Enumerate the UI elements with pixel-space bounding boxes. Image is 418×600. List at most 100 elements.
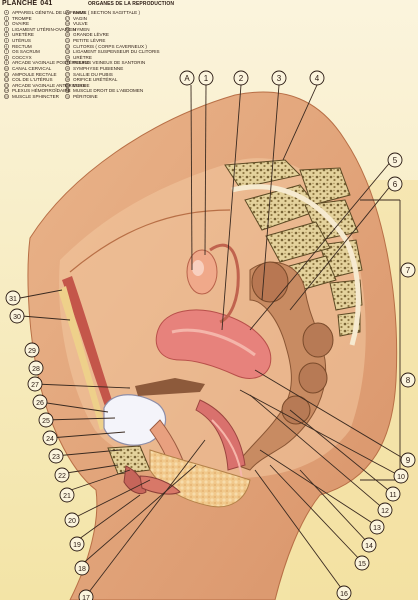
- legend-key-badge: 25: [64, 60, 71, 66]
- legend-label: ARCADE VAGINALE POSTÉRIEURE: [12, 60, 90, 66]
- callout-circle: [59, 487, 75, 503]
- legend-key-badge: 20: [64, 32, 71, 38]
- legend-key-badge: 16: [64, 10, 71, 15]
- callout-17: 17: [78, 589, 94, 600]
- callout-26: 26: [32, 394, 48, 410]
- plate-subtitle: ORGANES DE LA REPRODUCTION: [88, 1, 175, 7]
- legend-key-badge: 9: [3, 60, 10, 66]
- callout-14: 14: [361, 537, 377, 553]
- callout-circle: [369, 519, 385, 535]
- callout-label: 12: [381, 508, 389, 515]
- legend-key: 29: [66, 83, 70, 87]
- callout-label: 6: [393, 180, 398, 189]
- legend-key-badge: 24: [64, 54, 71, 60]
- legend-label: PETITE LÈVRE: [73, 37, 106, 43]
- legend-key: 1: [6, 16, 8, 20]
- legend-key: 8: [6, 55, 8, 59]
- legend-key: 16: [66, 11, 70, 15]
- legend-label: AMPOULE RECTALE: [12, 71, 57, 77]
- legend-key-badge: 10: [3, 65, 10, 71]
- callout-15: 15: [354, 555, 370, 571]
- legend-label: APPAREIL GÉNITAL DE LA FEMME ( SECTION S…: [12, 10, 141, 15]
- callout-circle: [69, 536, 85, 552]
- legend-key-badge: 22: [64, 43, 71, 49]
- callout-circle: [54, 467, 70, 483]
- legend-key-badge: 7: [3, 49, 10, 55]
- legend-key: 23: [66, 50, 70, 54]
- legend-key: 26: [66, 67, 70, 71]
- legend-key: 27: [66, 72, 70, 76]
- legend-label: RECTUM: [12, 43, 32, 49]
- legend-key-badge: 31: [64, 93, 71, 99]
- callout-label: 19: [73, 542, 81, 549]
- legend-key-badge: 2: [3, 21, 10, 27]
- callout-label: 25: [42, 418, 50, 425]
- callout-label: 7: [406, 266, 411, 275]
- legend-key: 4: [6, 33, 8, 37]
- legend-key-badge: 6: [3, 43, 10, 49]
- callout-circle: [387, 152, 403, 168]
- callout-19: 19: [69, 536, 85, 552]
- callout-circle: [400, 372, 416, 388]
- callout-circle: [233, 70, 249, 86]
- legend-key: 25: [66, 61, 70, 65]
- callout-6: 6: [387, 176, 403, 192]
- legend-key-badge: 27: [64, 71, 71, 77]
- callout-label: 27: [31, 382, 39, 389]
- legend-key: 28: [66, 78, 70, 82]
- legend-label: PLEXUS VEINEUX DE SANTORIN: [73, 60, 146, 66]
- callout-circle: [24, 342, 40, 358]
- callout-label: 13: [373, 525, 381, 532]
- callout-30: 30: [9, 308, 25, 324]
- legend-key-badge: 30: [64, 88, 71, 94]
- callout-31: 31: [5, 290, 21, 306]
- legend-label: PÉRITOINE: [73, 93, 98, 99]
- legend-label: OVAIRE: [12, 21, 30, 27]
- legend-key: 15: [5, 95, 9, 99]
- callout-label: 16: [340, 591, 348, 598]
- legend-label: URETÈRE: [12, 32, 34, 38]
- legend-label: MUSCLE SPHINCTER: [12, 93, 59, 99]
- callout-circle: [5, 290, 21, 306]
- callout-circle: [78, 589, 94, 600]
- callout-27: 27: [27, 376, 43, 392]
- legend-key-badge: 19: [64, 26, 71, 32]
- legend-label: PLEXUS HÉMORROÏDAIRE: [12, 88, 71, 94]
- legend-label: COL DE L'UTÉRUS: [12, 77, 53, 83]
- callout-9: 9: [400, 452, 416, 468]
- legend-label: CLITORIS ( CORPS CAVERNEUX ): [73, 43, 147, 49]
- legend-key-badge: 23: [64, 49, 71, 55]
- plate-number: 041: [40, 0, 53, 7]
- legend-label: OS SACRUM: [12, 49, 40, 55]
- callout-25: 25: [38, 412, 54, 428]
- callout-11: 11: [385, 486, 401, 502]
- legend-key: 20: [66, 33, 70, 37]
- callout-label: 28: [32, 366, 40, 373]
- legend-key-badge: 8: [3, 54, 10, 60]
- legend-key-badge: 29: [64, 82, 71, 88]
- callout-13: 13: [369, 519, 385, 535]
- legend-key-badge: 3: [3, 26, 10, 32]
- legend-label: LIGAMENT SUSPENSEUR DU CLITORIS: [73, 49, 160, 55]
- legend-key: 7: [6, 50, 8, 54]
- legend-key-badge: A: [3, 10, 10, 15]
- callout-label: 11: [389, 492, 396, 499]
- legend-label: MUSCLE DROIT DE L'ABDOMEN: [73, 88, 144, 94]
- callout-label: 1: [204, 74, 209, 83]
- plate-word: PLANCHE: [2, 0, 38, 7]
- callout-5: 5: [387, 152, 403, 168]
- legend-item: 7 OS SACRUM: [3, 49, 93, 55]
